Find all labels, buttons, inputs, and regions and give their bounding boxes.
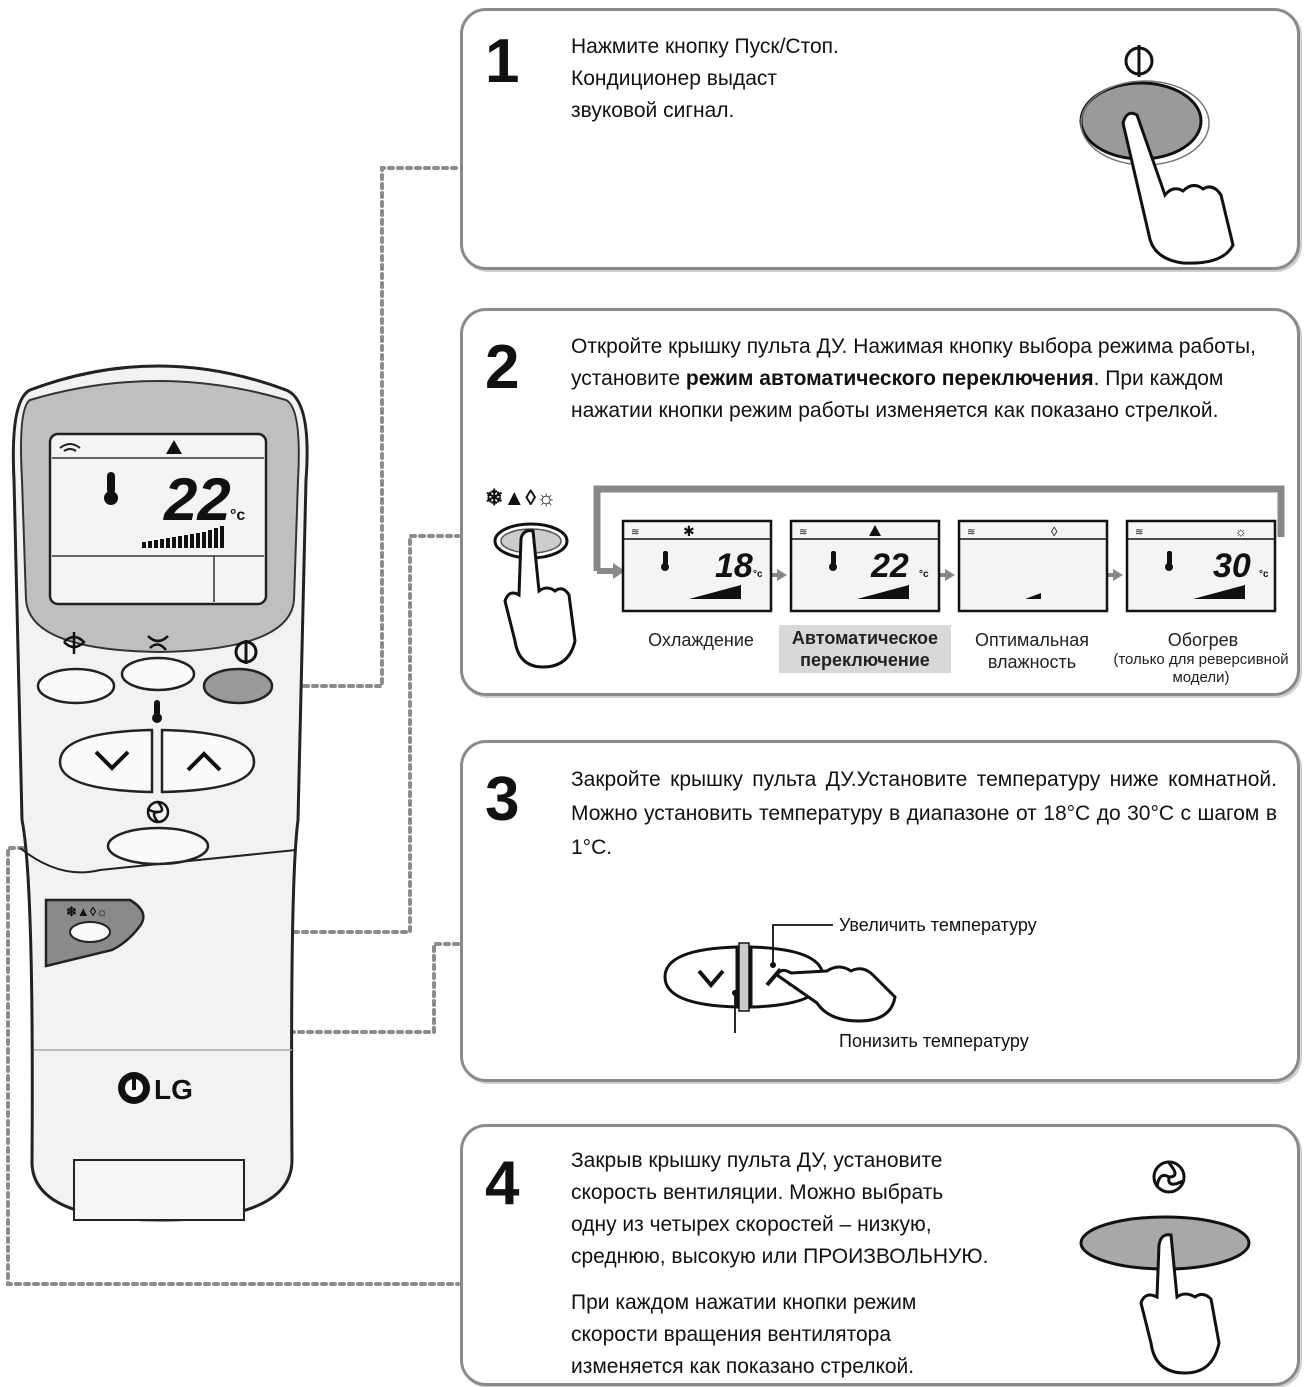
chevron-down-icon xyxy=(94,750,130,771)
fan-speed-bars xyxy=(142,526,224,548)
lcd-cooling-unit: °c xyxy=(753,569,763,580)
signal-icon: ≋ xyxy=(799,527,807,538)
mode-label-dry: Оптимальная влажность xyxy=(974,630,1089,672)
remote-button-fan xyxy=(106,826,210,866)
lcd-cooling-temp: 18 xyxy=(715,547,753,585)
thermometer-icon xyxy=(104,472,118,505)
mode-cycle-arrow xyxy=(593,485,1285,579)
connector-step1 xyxy=(266,166,460,688)
step-2-text-b: . При каждом нажатии кнопки режим работы… xyxy=(571,367,1224,422)
lcd-cooling: ≋ ✱ 18 °c xyxy=(621,519,773,613)
fan-icon xyxy=(1152,1160,1186,1194)
snowflake-icon: ✱ xyxy=(683,523,695,539)
step-4-number: 4 xyxy=(485,1149,520,1218)
remote-control-illustration: 22 °c ❄▲◊☼ LG xyxy=(11,364,309,1222)
thermometer-small-icon xyxy=(152,700,162,723)
step-1-panel: 1 Нажмите кнопку Пуск/Стоп. Кондиционер … xyxy=(460,8,1300,270)
fan-button-press-illustration xyxy=(1079,1160,1251,1375)
pointing-hand-icon xyxy=(503,529,577,669)
mode-label-cooling: Охлаждение xyxy=(648,630,754,650)
airflow-icon xyxy=(147,635,169,651)
auto-mode-icon xyxy=(869,525,881,536)
pointing-hand-icon xyxy=(775,965,897,1023)
sun-icon: ☼ xyxy=(1235,524,1247,539)
pointing-hand-icon xyxy=(1139,1233,1221,1375)
chevron-down-icon xyxy=(697,969,725,989)
temp-down-button xyxy=(663,945,739,1009)
remote-button-swing xyxy=(36,667,116,705)
mode-icons-remote: ❄▲◊☼ xyxy=(66,904,108,919)
lg-brand-text: LG xyxy=(154,1074,193,1105)
power-icon xyxy=(1124,45,1154,77)
remote-button-mode xyxy=(69,921,111,943)
mode-label-heating-note: (только для реверсивной модели) xyxy=(1113,651,1289,686)
lcd-heating-temp: 30 xyxy=(1213,547,1251,585)
lcd-heating: ≋ ☼ 30 °c xyxy=(1125,519,1277,613)
remote-button-airflow xyxy=(120,656,196,692)
fan-icon xyxy=(146,800,170,824)
step-2-panel: 2 Откройте крышку пульта ДУ. Нажимая кно… xyxy=(460,308,1300,696)
mode-label-heating: Обогрев xyxy=(1167,630,1239,650)
step-4-panel: 4 Закрыв крышку пульта ДУ, установите ск… xyxy=(460,1124,1300,1386)
droplet-icon: ◊ xyxy=(1051,524,1058,539)
step-4-text-b: При каждом нажатии кнопки режим скорости… xyxy=(571,1291,917,1378)
step-2-text-bold: режим автоматического переключения xyxy=(685,367,1094,390)
remote-button-power xyxy=(202,667,274,705)
auto-mode-icon xyxy=(166,440,182,454)
mode-lcd-row: ≋ ✱ 18 °c ≋ 22 °c ≋ ◊ xyxy=(621,519,1277,613)
battery-window xyxy=(73,1159,245,1221)
mode-button-press-illustration: ❄▲◊☼ xyxy=(485,485,577,669)
signal-icon xyxy=(59,443,81,452)
remote-button-temp-up xyxy=(160,728,256,794)
mode-label-auto: Автоматическое переключение xyxy=(779,625,951,673)
signal-icon: ≋ xyxy=(967,527,975,538)
signal-icon: ≋ xyxy=(631,527,639,538)
lcd-dry: ≋ ◊ xyxy=(957,519,1109,613)
remote-lcd-unit: °c xyxy=(230,507,245,524)
swing-icon xyxy=(63,632,86,654)
lcd-heating-unit: °c xyxy=(1259,569,1269,580)
lcd-auto: ≋ 22 °c xyxy=(789,519,941,613)
chevron-up-icon xyxy=(186,751,222,772)
step-3-number: 3 xyxy=(485,765,520,834)
step-1-text: Нажмите кнопку Пуск/Стоп. Кондиционер вы… xyxy=(571,35,839,122)
step-4-text-a: Закрыв крышку пульта ДУ, установите скор… xyxy=(571,1149,989,1268)
mode-icons: ❄▲◊☼ xyxy=(485,485,556,510)
callout-decrease-temp: Понизить температуру xyxy=(839,1031,1029,1051)
remote-lcd-temp: 22 xyxy=(163,466,231,533)
remote-lcd xyxy=(48,432,268,606)
temp-buttons-illustration xyxy=(663,924,897,1033)
lg-logo: LG xyxy=(118,1072,193,1105)
step-2-number: 2 xyxy=(485,333,520,402)
step-2-text-a: Откройте крышку пульта ДУ. Нажимая кнопк… xyxy=(571,335,1256,390)
step-2-text: Откройте крышку пульта ДУ. Нажимая кнопк… xyxy=(571,331,1281,427)
callout-increase-temp: Увеличить температуру xyxy=(839,915,1037,935)
step-3-panel: 3 Закройте крышку пульта ДУ.Установите т… xyxy=(460,740,1300,1082)
step-3-text: Закройте крышку пульта ДУ.Установите тем… xyxy=(571,768,1277,859)
lcd-auto-unit: °c xyxy=(919,569,929,580)
signal-icon: ≋ xyxy=(1135,527,1143,538)
step-1-number: 1 xyxy=(485,27,520,96)
lcd-auto-temp: 22 xyxy=(870,547,909,585)
power-icon xyxy=(234,640,258,664)
pointing-hand-icon xyxy=(1121,111,1235,265)
power-button-press-illustration xyxy=(1079,45,1235,265)
